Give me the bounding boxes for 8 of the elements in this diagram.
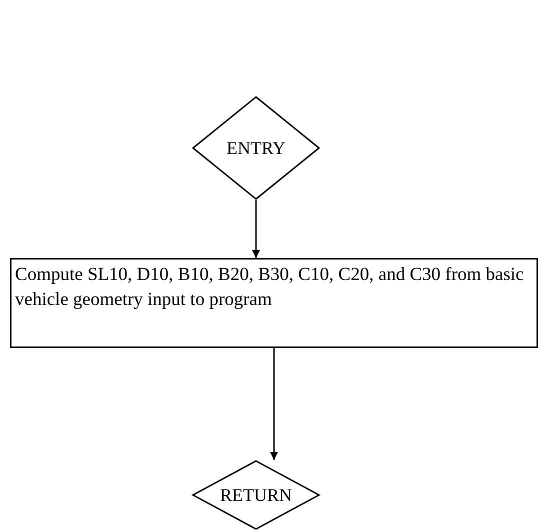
process-box [10,258,538,348]
arrow [270,348,278,460]
terminal-label: RETURN [219,484,293,506]
process-text: Compute SL10, D10, B10, B20, B30, C10, C20, and C30 from basic vehicle geometry input to program [15,264,525,312]
terminal-diamond [192,460,320,530]
terminal-label: ENTRY [225,137,286,159]
arrow [252,200,260,258]
terminal-diamond [192,96,320,200]
